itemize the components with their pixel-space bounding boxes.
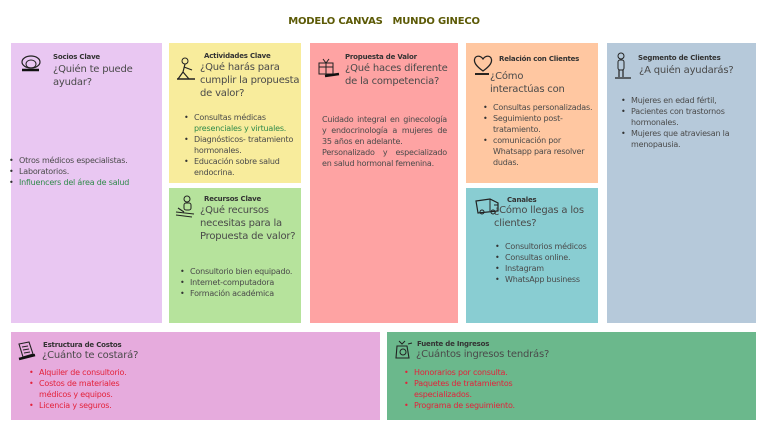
list-item: Alquiler de consultorio. [29, 367, 139, 378]
section-label: Fuente de Ingresos [417, 340, 490, 348]
list-item: Formación académica [180, 288, 298, 299]
person-standing-icon [613, 52, 633, 80]
list-item: Costos de materiales médicos y equipos. [29, 378, 139, 400]
section-question: ¿A quién ayudarás? [639, 65, 734, 76]
channels-box: Canales ¿Cómo llegas a los clientes? Con… [466, 188, 598, 323]
page-title: MODELO CANVAS MUNDO GINECO [288, 16, 480, 27]
list-item: Laboratorios. [9, 166, 159, 177]
list-item: Consultorio bien equipado. [180, 266, 298, 277]
chain-link-icon [19, 53, 43, 75]
list-item: Programa de seguimiento. [404, 400, 529, 411]
cost-structure-box: Estructura de Costos ¿Cuánto te costará?… [11, 332, 380, 420]
section-question: ¿Qué haces diferente de la competencia? [345, 63, 448, 87]
list-item: Mujeres en edad fértil, [621, 95, 751, 106]
revenue-streams-box: Fuente de Ingresos ¿Cuántos ingresos ten… [387, 332, 756, 420]
list-item: Mujeres que atraviesan la menopausia. [621, 128, 751, 150]
list-item: Pacientes con trastornos hormonales. [621, 106, 751, 128]
key-resources-box: Recursos Clave ¿Qué recursos necesitas p… [169, 188, 301, 323]
list-item: Otros médicos especialistas. [9, 155, 159, 166]
section-label: Propuesta de Valor [345, 53, 417, 61]
section-question: ¿Qué harás para cumplir la propuesta de … [200, 62, 300, 99]
list-item: Consultas personalizadas. [483, 102, 596, 113]
money-bag-icon [393, 338, 413, 362]
list-item: comunicación por Whatsapp para resolver … [483, 135, 596, 168]
list-item: Paquetes de tratamientos especializados. [404, 378, 529, 400]
section-label: Socios Clave [53, 53, 100, 61]
heart-icon [472, 54, 494, 76]
truck-icon [474, 197, 500, 215]
section-label: Recursos Clave [204, 195, 262, 203]
section-label: Estructura de Costos [43, 341, 122, 349]
key-activities-box: Actividades Clave ¿Qué harás para cumpli… [169, 43, 301, 183]
list-item: Diagnósticos- tratamiento hormonales. [184, 134, 299, 156]
section-question: ¿Quién te puede ayudar? [53, 64, 133, 88]
section-question: ¿Qué recursos necesitas para la Propuest… [200, 205, 296, 242]
list-item: Educación sobre salud endocrina. [184, 156, 299, 178]
value-description: Cuidado integral en ginecología y endocr… [322, 115, 447, 146]
list-item: Influencers del área de salud [9, 177, 159, 188]
list-item: WhatsApp business [495, 274, 598, 285]
section-label: Actividades Clave [204, 52, 271, 60]
list-item: Consultorios médicos [495, 241, 598, 252]
customer-segments-box: Segmento de Clientes ¿A quién ayudarás? … [607, 43, 756, 323]
receipt-icon [15, 340, 37, 362]
section-question: ¿Cuánto te costará? [42, 350, 139, 361]
section-question: ¿Cuántos ingresos tendrás? [416, 349, 550, 360]
value-description: Personalizado y especializado en salud h… [322, 148, 447, 168]
list-item: Instagram [495, 263, 598, 274]
worker-icon [175, 57, 197, 81]
section-label: Relación con Clientes [499, 55, 580, 63]
list-item: Consultas online. [495, 252, 598, 263]
list-item: Seguimiento post-tratamiento. [483, 113, 596, 135]
section-question: ¿Cómo interactúas con [490, 71, 565, 95]
list-item: Honorarios por consulta. [404, 367, 529, 378]
section-label: Canales [507, 196, 537, 204]
list-item: Licencia y seguros. [29, 400, 139, 411]
list-item: Internet-computadora [180, 277, 298, 288]
person-at-desk-icon [174, 194, 198, 220]
list-item: Consultas médicas presenciales y virtual… [184, 112, 299, 134]
customer-relationships-box: Relación con Clientes ¿Cómo interactúas … [466, 43, 598, 183]
section-question: ¿Cómo llegas a los clientes? [494, 205, 584, 229]
key-partners-box: Socios Clave ¿Quién te puede ayudar? Otr… [9, 43, 162, 323]
value-proposition-box: Propuesta de Valor ¿Qué haces diferente … [310, 43, 458, 323]
gift-box-icon [315, 57, 341, 79]
section-label: Segmento de Clientes [638, 54, 721, 62]
